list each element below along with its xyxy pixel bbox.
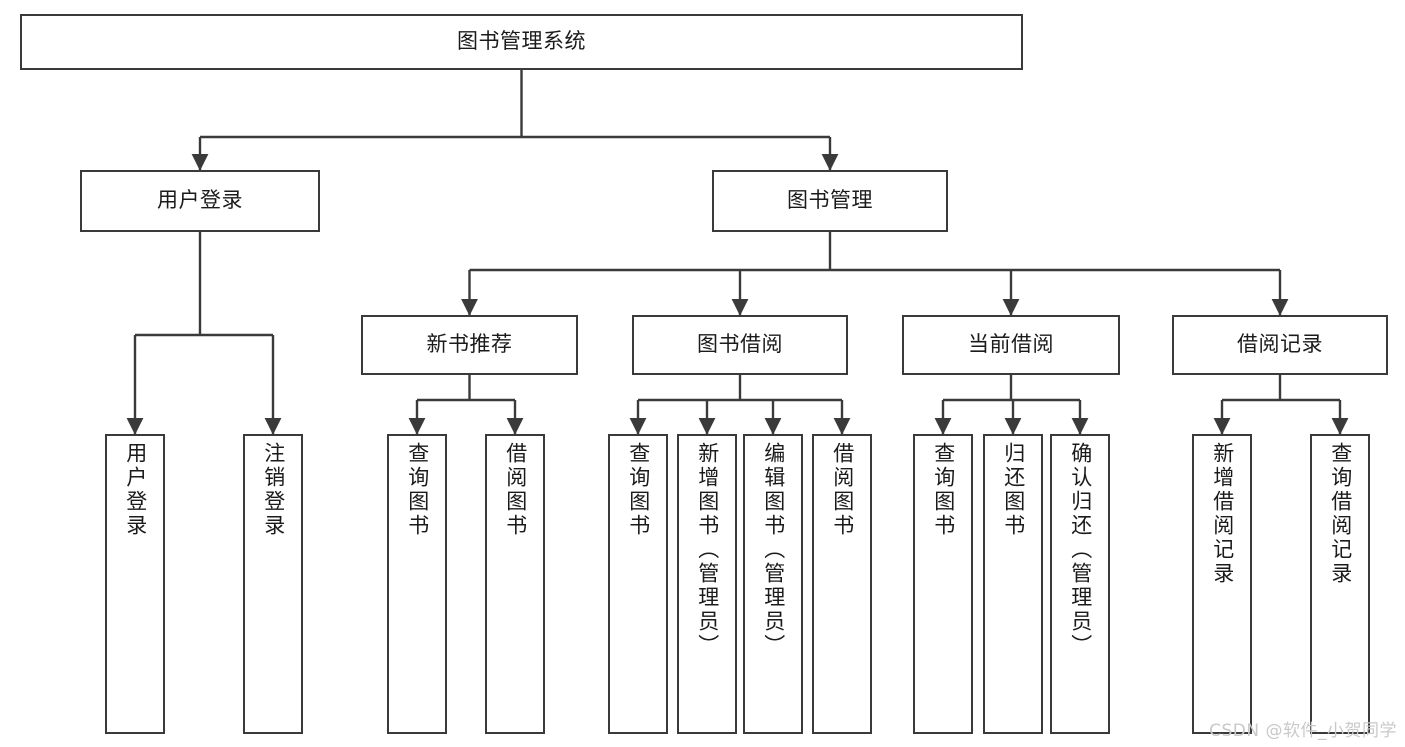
- node-label: 用户登录: [123, 442, 148, 538]
- node-book-manage[interactable]: 图书管理: [712, 170, 948, 232]
- node-book-borrow[interactable]: 图书借阅: [632, 315, 848, 375]
- node-label: 查询图书: [405, 442, 430, 538]
- node-leaf-borrow-book-2[interactable]: 借阅图书: [812, 434, 872, 734]
- node-leaf-return-book[interactable]: 归还图书: [983, 434, 1043, 734]
- node-label: 当前借阅: [968, 332, 1054, 357]
- node-label: 新书推荐: [426, 332, 513, 357]
- node-borrow-record[interactable]: 借阅记录: [1172, 315, 1388, 375]
- node-leaf-borrow-book-1[interactable]: 借阅图书: [485, 434, 545, 734]
- node-label: 图书管理系统: [457, 29, 586, 54]
- node-label: 用户登录: [157, 188, 243, 213]
- node-label: 新增借阅记录: [1210, 442, 1235, 586]
- node-leaf-user-login[interactable]: 用户登录: [105, 434, 165, 734]
- node-leaf-query-record[interactable]: 查询借阅记录: [1310, 434, 1370, 734]
- node-label: 归还图书: [1001, 442, 1026, 538]
- node-label: 查询图书: [626, 442, 651, 538]
- node-label: 借阅图书: [830, 442, 855, 538]
- node-label: 新增图书（管理员）: [695, 442, 720, 658]
- node-label: 借阅记录: [1237, 332, 1323, 357]
- node-label: 图书借阅: [697, 332, 783, 357]
- node-label: 编辑图书（管理员）: [761, 442, 786, 658]
- node-label: 注销登录: [261, 442, 286, 538]
- node-label: 图书管理: [787, 188, 873, 213]
- node-leaf-query-book-1[interactable]: 查询图书: [387, 434, 447, 734]
- node-leaf-query-book-3[interactable]: 查询图书: [913, 434, 973, 734]
- node-leaf-confirm-return[interactable]: 确认归还（管理员）: [1050, 434, 1110, 734]
- node-leaf-edit-book[interactable]: 编辑图书（管理员）: [743, 434, 803, 734]
- node-label: 查询借阅记录: [1328, 442, 1353, 586]
- node-root[interactable]: 图书管理系统: [20, 14, 1023, 70]
- node-leaf-add-book[interactable]: 新增图书（管理员）: [677, 434, 737, 734]
- node-leaf-add-record[interactable]: 新增借阅记录: [1192, 434, 1252, 734]
- node-label: 借阅图书: [503, 442, 528, 538]
- node-label: 确认归还（管理员）: [1068, 442, 1093, 658]
- node-leaf-query-book-2[interactable]: 查询图书: [608, 434, 668, 734]
- node-current-borrow[interactable]: 当前借阅: [902, 315, 1120, 375]
- node-new-book-rec[interactable]: 新书推荐: [361, 315, 578, 375]
- node-label: 查询图书: [931, 442, 956, 538]
- node-user-login[interactable]: 用户登录: [80, 170, 320, 232]
- node-leaf-logout[interactable]: 注销登录: [243, 434, 303, 734]
